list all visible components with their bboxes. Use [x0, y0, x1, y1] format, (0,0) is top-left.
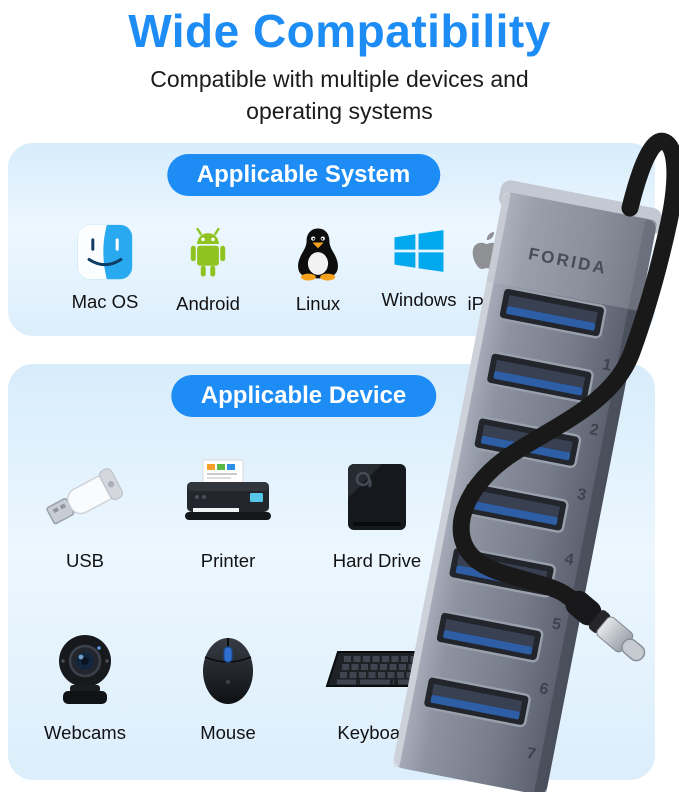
subtitle-line-2: operating systems — [246, 97, 433, 124]
port-number: 4 — [563, 551, 575, 569]
usb-flash-drive-icon — [46, 468, 124, 525]
system-item-windows: Windows — [371, 222, 467, 311]
port-number: 6 — [538, 680, 550, 698]
item-label: Windows — [381, 289, 457, 310]
page-subtitle: Compatible with multiple devices and ope… — [0, 64, 679, 127]
system-item-android: Android — [160, 222, 256, 315]
keyboard-icon — [325, 651, 428, 687]
hub-body: FORIDA 1 2 3 — [392, 180, 662, 792]
page-title: Wide Compatibility — [128, 5, 551, 57]
item-label: Android — [176, 293, 240, 314]
item-label: Printer — [200, 550, 256, 571]
item-label: Mac OS — [71, 291, 139, 312]
usb-port: 1 — [497, 286, 613, 375]
finder-macos-icon — [77, 224, 133, 280]
device-panel-header: Applicable Device — [170, 375, 437, 417]
item-label: Hard Drive — [332, 550, 422, 571]
device-item-usb: USB — [19, 452, 151, 572]
usb-cable — [452, 132, 679, 610]
device-item-mouse: Mouse — [162, 624, 294, 744]
item-label: Mouse — [200, 722, 256, 743]
item-label: Keyboard — [337, 722, 417, 743]
usb-port: 7 — [421, 675, 537, 763]
port-number: 5 — [550, 615, 562, 633]
port-number: 1 — [601, 356, 613, 374]
usb-c-connector — [565, 590, 646, 662]
mouse-icon — [203, 638, 253, 704]
android-robot-icon — [190, 227, 226, 277]
system-item-linux: Linux — [270, 222, 366, 315]
system-item-macos: Mac OS — [57, 222, 153, 313]
device-item-webcams: Webcams — [19, 624, 151, 744]
item-label: USB — [65, 550, 105, 571]
device-item-printer: Printer — [162, 452, 294, 572]
system-panel-header: Applicable System — [166, 154, 441, 196]
windows-logo-icon — [394, 230, 444, 272]
printer-icon — [185, 459, 271, 520]
port-number: 3 — [576, 486, 588, 504]
webcam-icon — [59, 635, 111, 704]
device-item-hard-drive: Hard Drive — [311, 452, 443, 572]
device-item-keyboard: Keyboard — [311, 624, 443, 744]
port-number: 2 — [588, 421, 600, 439]
subtitle-line-1: Compatible with multiple devices and — [150, 66, 529, 92]
usb-port: 2 — [484, 351, 600, 439]
usb-port: 6 — [434, 610, 550, 699]
linux-tux-icon — [298, 228, 338, 281]
hard-drive-icon — [348, 464, 406, 530]
item-label: Linux — [295, 293, 341, 314]
item-label: Webcams — [44, 722, 126, 743]
port-number: 7 — [525, 745, 537, 763]
